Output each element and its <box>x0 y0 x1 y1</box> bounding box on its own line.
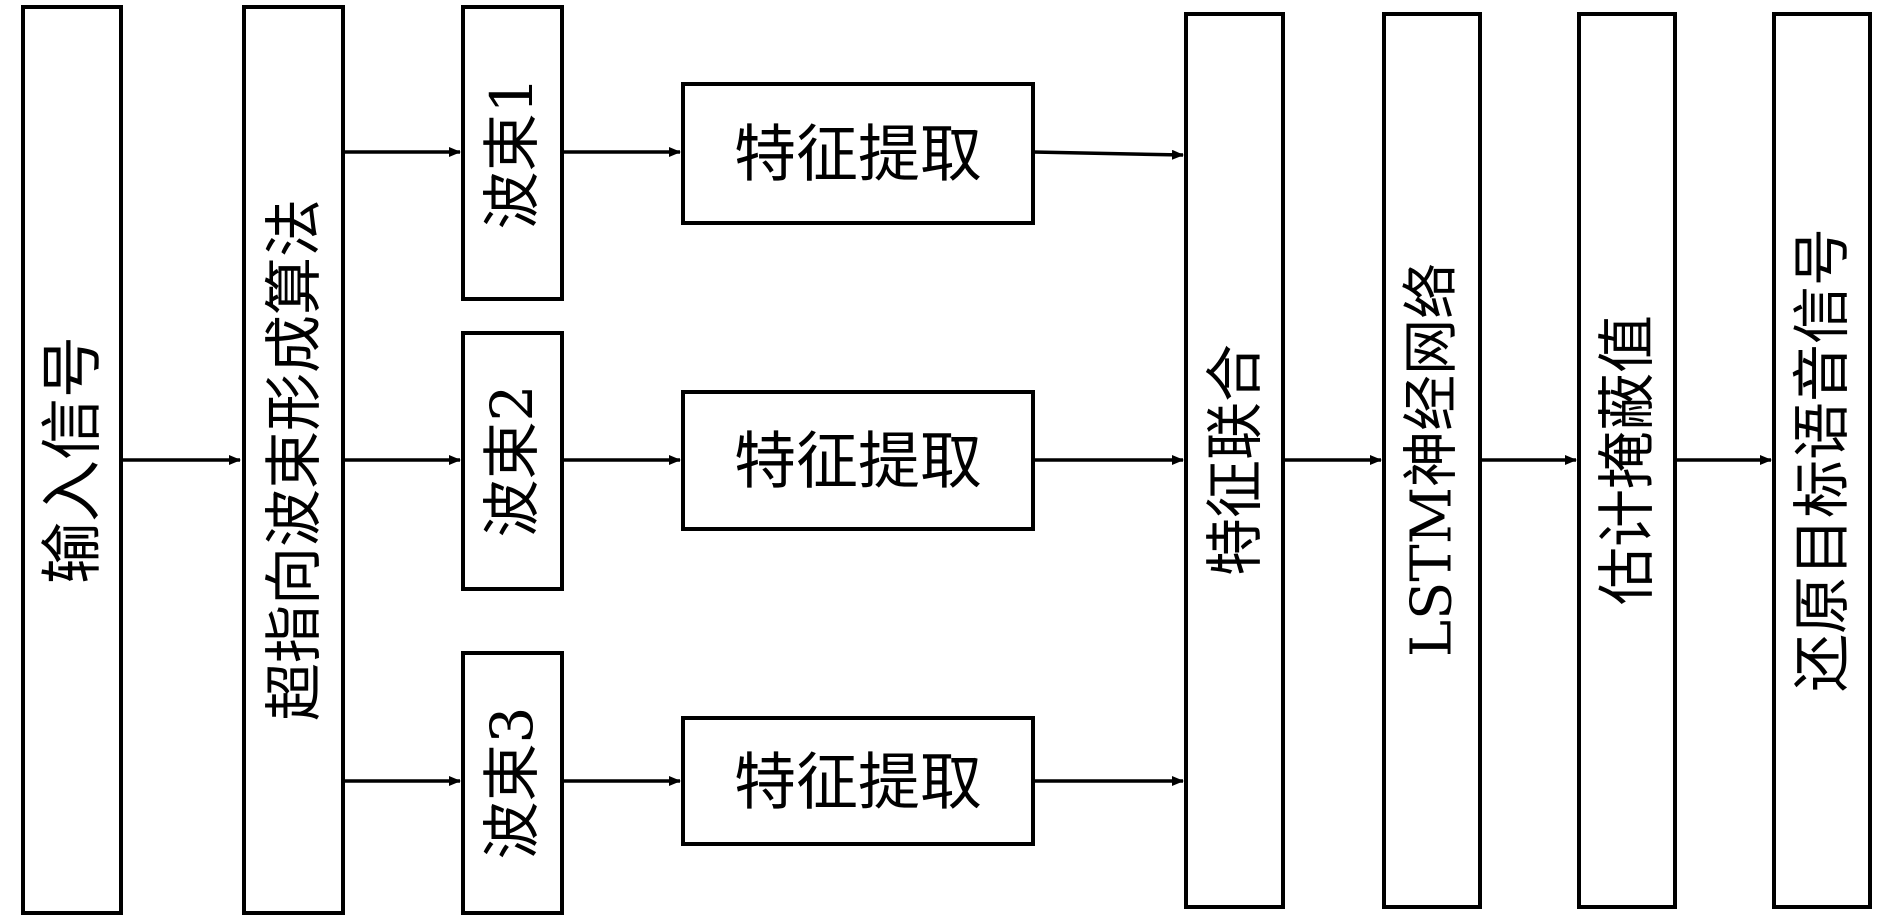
node-fe2-label: 特征提取 <box>734 425 982 498</box>
node-combine: 特征联合 <box>1184 12 1285 909</box>
node-combine-label: 特征联合 <box>1201 344 1269 576</box>
node-fe2: 特征提取 <box>681 390 1035 531</box>
node-beam3: 波束3 <box>461 651 564 915</box>
node-beam2: 波束2 <box>461 331 564 591</box>
node-beam2-label: 波束2 <box>478 385 546 538</box>
node-beam1-label: 波束1 <box>478 77 546 230</box>
node-output: 还原目标语音信号 <box>1772 12 1872 909</box>
node-input-label: 输入信号 <box>36 336 109 584</box>
node-fe3-label: 特征提取 <box>734 746 982 819</box>
node-beamforming-label: 超指向波束形成算法 <box>260 199 328 721</box>
node-output-label: 还原目标语音信号 <box>1788 228 1856 692</box>
node-fe1-label: 特征提取 <box>734 118 982 191</box>
node-beam3-label: 波束3 <box>478 707 546 860</box>
node-input: 输入信号 <box>21 5 123 915</box>
edge-fe1-to-combine <box>1032 149 1184 160</box>
node-fe3: 特征提取 <box>681 716 1035 846</box>
node-beam1: 波束1 <box>461 5 564 301</box>
edges <box>121 147 1772 786</box>
node-lstm-label: LSTM神经网络 <box>1400 263 1465 657</box>
node-mask: 估计掩蔽值 <box>1577 12 1677 909</box>
node-mask-label: 估计掩蔽值 <box>1593 315 1661 605</box>
node-beamforming: 超指向波束形成算法 <box>242 5 345 915</box>
node-lstm: LSTM神经网络 <box>1382 12 1482 909</box>
node-fe1: 特征提取 <box>681 82 1035 225</box>
